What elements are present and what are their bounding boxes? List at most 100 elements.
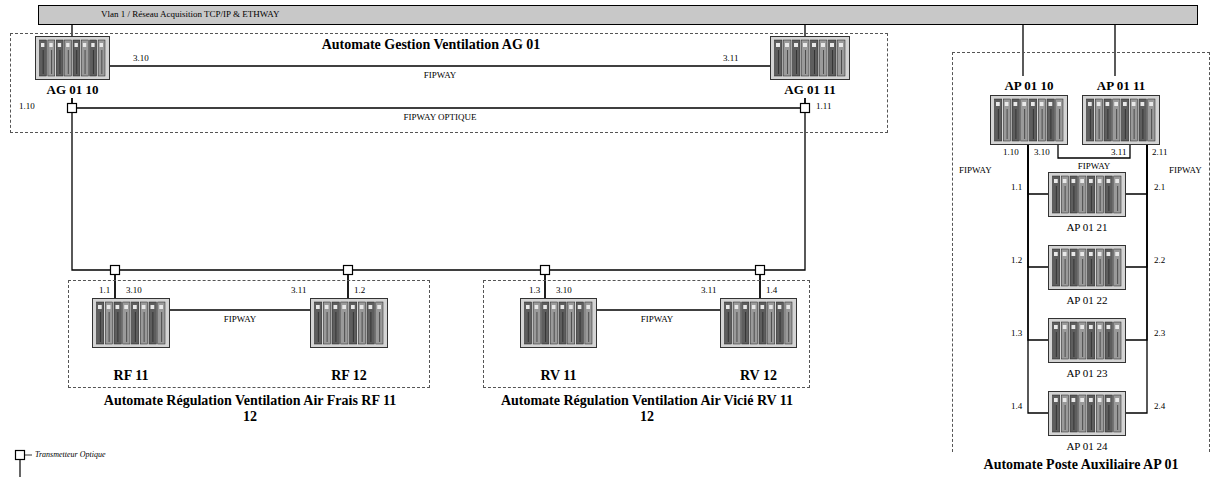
plc-station: RF 12 xyxy=(310,298,388,384)
plc-group: Automate Poste Auxiliaire AP 01AP 01 10A… xyxy=(952,52,1210,452)
port-label: 1.10 xyxy=(1002,147,1020,157)
module-slot xyxy=(780,312,781,342)
rack-module xyxy=(1079,249,1086,286)
network-name: Vlan 1 / Réseau Acquisition TCP/IP & ETH… xyxy=(101,9,279,19)
port-label: 2.4 xyxy=(1153,401,1166,411)
module-slot xyxy=(805,50,806,74)
rack-module xyxy=(1053,395,1060,432)
port-label: 1.3 xyxy=(1010,328,1023,338)
module-display xyxy=(778,305,782,309)
plc-rack xyxy=(990,95,1068,145)
rack-module xyxy=(820,40,828,76)
module-display xyxy=(1106,102,1110,106)
station-name: AG 01 11 xyxy=(784,83,835,98)
rack-module xyxy=(1061,322,1068,359)
module-display xyxy=(1005,102,1009,106)
module-display xyxy=(1098,398,1102,402)
module-display xyxy=(316,305,320,309)
rack-module xyxy=(1096,249,1103,286)
module-slot xyxy=(823,50,824,74)
module-slot xyxy=(528,312,529,342)
module-display xyxy=(1141,102,1145,106)
module-slot xyxy=(1050,109,1051,139)
rack-module xyxy=(1061,249,1068,286)
module-slot xyxy=(135,312,136,342)
module-slot xyxy=(1056,259,1057,284)
module-slot xyxy=(841,50,842,74)
plc-rack xyxy=(1048,318,1126,363)
module-display xyxy=(569,305,573,309)
group-heading: Automate Poste Auxiliaire AP 01 xyxy=(954,457,1208,473)
module-slot xyxy=(353,312,354,342)
module-slot xyxy=(318,312,319,342)
network-link xyxy=(1114,25,1115,76)
module-display xyxy=(1063,398,1067,402)
module-display xyxy=(325,305,329,309)
module-slot xyxy=(59,50,60,74)
module-display xyxy=(586,305,590,309)
rack-module xyxy=(123,302,130,344)
module-slot xyxy=(1108,332,1109,357)
rack-module xyxy=(376,302,383,344)
module-display xyxy=(1014,102,1018,106)
module-display xyxy=(786,305,790,309)
legend-text: Transmetteur Optique xyxy=(35,450,105,459)
module-display xyxy=(1049,102,1053,106)
station-name: RF 12 xyxy=(331,368,367,384)
rack-module xyxy=(1088,249,1095,286)
plc-station: AP 01 22 xyxy=(1048,245,1126,308)
module-display xyxy=(1089,252,1093,256)
network-link xyxy=(115,270,348,298)
rack-module xyxy=(1114,395,1121,432)
rack-module xyxy=(1070,322,1077,359)
module-slot xyxy=(1108,186,1109,211)
module-display xyxy=(1054,398,1058,402)
rack-module xyxy=(1070,176,1077,213)
module-slot xyxy=(117,312,118,342)
module-slot xyxy=(379,312,380,342)
port-label: 3.11 xyxy=(1110,147,1127,157)
station-name: RV 12 xyxy=(740,368,777,384)
module-slot xyxy=(736,312,737,342)
rack-module xyxy=(525,302,532,344)
rack-module xyxy=(576,302,583,344)
port-label: 3.11 xyxy=(290,285,307,295)
network-band: Vlan 1 / Réseau Acquisition TCP/IP & ETH… xyxy=(38,5,1198,25)
module-slot xyxy=(1056,186,1057,211)
network-link xyxy=(597,309,720,310)
rack-module xyxy=(750,302,757,344)
module-display xyxy=(1098,179,1102,183)
port-label: 2.1 xyxy=(1153,182,1166,192)
module-slot xyxy=(580,312,581,342)
module-slot xyxy=(1065,332,1066,357)
module-slot xyxy=(1056,332,1057,357)
rack-module xyxy=(1079,322,1086,359)
station-name: AP 01 24 xyxy=(1066,440,1107,453)
module-display xyxy=(58,43,61,47)
group-heading: Automate Régulation Ventilation Air Frai… xyxy=(100,393,400,425)
group-heading: Automate Régulation Ventilation Air Vici… xyxy=(497,393,797,425)
module-display xyxy=(1089,325,1093,329)
module-display xyxy=(1115,398,1119,402)
module-slot xyxy=(335,312,336,342)
module-display xyxy=(1080,398,1084,402)
module-slot xyxy=(1100,186,1101,211)
rack-module xyxy=(1087,99,1094,141)
module-slot xyxy=(787,50,788,74)
rack-module xyxy=(1139,99,1146,141)
plc-rack xyxy=(1082,95,1160,145)
rack-module xyxy=(742,302,749,344)
port-label: 3.11 xyxy=(700,285,717,295)
module-display xyxy=(342,305,346,309)
module-slot xyxy=(1059,109,1060,139)
port-label: 1.2 xyxy=(353,285,366,295)
module-display xyxy=(1063,179,1067,183)
module-display xyxy=(1057,102,1061,106)
module-display xyxy=(1132,102,1136,106)
rack-module xyxy=(768,302,775,344)
module-display xyxy=(769,305,773,309)
plc-group: Automate Régulation Ventilation Air Frai… xyxy=(68,280,430,388)
network-link xyxy=(72,98,115,298)
module-display xyxy=(142,305,146,309)
module-slot xyxy=(1056,405,1057,430)
